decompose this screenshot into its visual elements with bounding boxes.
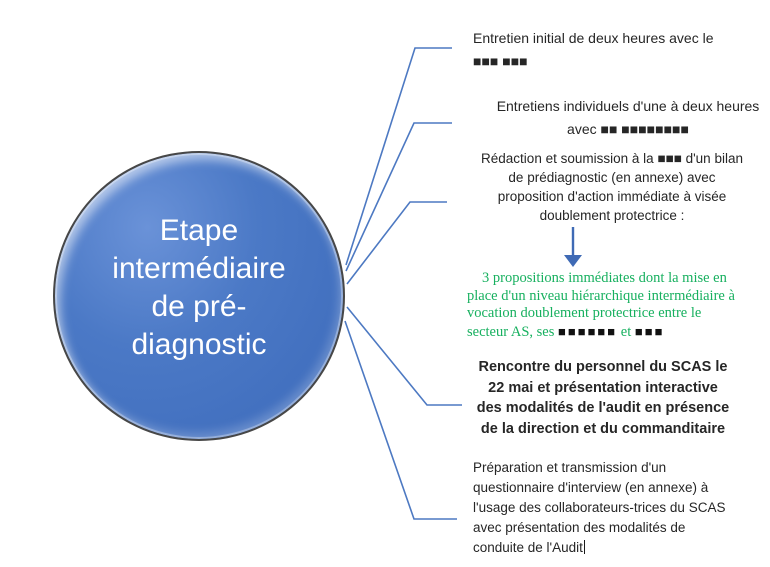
text-line: proposition d'action immédiate à visée: [497, 189, 727, 204]
text-line: Rencontre du personnel du SCAS le: [478, 359, 728, 375]
circle-label-line: de pré-: [151, 290, 247, 323]
connector-line-entretien-initial: [345, 47, 452, 266]
callout-preparation-questionnaire[interactable]: Préparation et transmission d'un questio…: [473, 458, 763, 558]
circle-label: Etape intermédiaire de pré- diagnostic: [112, 212, 285, 364]
text-line: Préparation et transmission d'un: [473, 460, 667, 475]
text-line: avec ■■ ■■■■■■■■: [567, 121, 689, 137]
text-segment: conduite de l'Audit: [473, 540, 583, 555]
connector-line-preparation-questionnaire: [344, 320, 457, 520]
connector-line-redaction-bilan: [346, 201, 447, 285]
text-caret: [583, 540, 585, 554]
text-line: place d'un niveau hiérarchique intermédi…: [467, 287, 735, 304]
text-line: l'usage des collaborateurs-trices du SCA…: [473, 500, 726, 515]
text-line: doublement protectrice :: [539, 208, 685, 223]
connector-line-entretiens-individuels: [345, 122, 452, 272]
down-arrow-icon: [564, 227, 582, 267]
main-stage-circle[interactable]: Etape intermédiaire de pré- diagnostic: [53, 151, 345, 441]
circle-label-line: intermédiaire: [112, 252, 286, 285]
text-line: vocation doublement protectrice entre le: [467, 305, 702, 321]
text-segment: et: [617, 323, 635, 340]
callout-redaction-bilan[interactable]: Rédaction et soumission à la ■■■ d'un bi…: [455, 149, 769, 225]
text-line: 22 mai et présentation interactive: [488, 379, 718, 396]
text-line: conduite de l'Audit: [473, 538, 763, 558]
callout-entretiens-individuels[interactable]: Entretiens individuels d'une à deux heur…: [472, 95, 770, 141]
circle-label-line: Etape: [159, 214, 239, 247]
redacted-text: ■■■: [634, 323, 665, 339]
text-line: avec présentation des modalités de: [473, 520, 686, 535]
callout-rencontre-personnel[interactable]: Rencontre du personnel du SCAS le 22 mai…: [450, 357, 756, 439]
text-line: Entretien initial de deux heures avec le: [473, 30, 714, 46]
text-segment: secteur AS, ses: [467, 323, 559, 340]
text-line: 3 propositions immédiates dont la mise e…: [482, 270, 727, 286]
callout-entretien-initial[interactable]: Entretien initial de deux heures avec le…: [473, 27, 770, 73]
text-line: Entretiens individuels d'une à deux heur…: [496, 98, 760, 114]
text-line: de prédiagnostic (en annexe) avec: [508, 170, 716, 185]
circle-label-line: diagnostic: [131, 328, 267, 361]
text-line: questionnaire d'interview (en annexe) à: [473, 480, 709, 495]
text-line: secteur AS, ses ■■■■■■ et ■■■: [467, 323, 769, 342]
connector-line-rencontre-personnel: [346, 306, 462, 406]
redacted-text: ■■■ ■■■: [473, 53, 528, 69]
text-line: de la direction et du commanditaire: [480, 420, 726, 437]
text-line: des modalités de l'audit en présence: [476, 400, 730, 416]
callout-propositions-immediates[interactable]: 3 propositions immédiates dont la mise e…: [467, 270, 769, 341]
text-line: Rédaction et soumission à la ■■■ d'un bi…: [481, 151, 743, 166]
redacted-text: ■■■■■■: [558, 323, 618, 339]
